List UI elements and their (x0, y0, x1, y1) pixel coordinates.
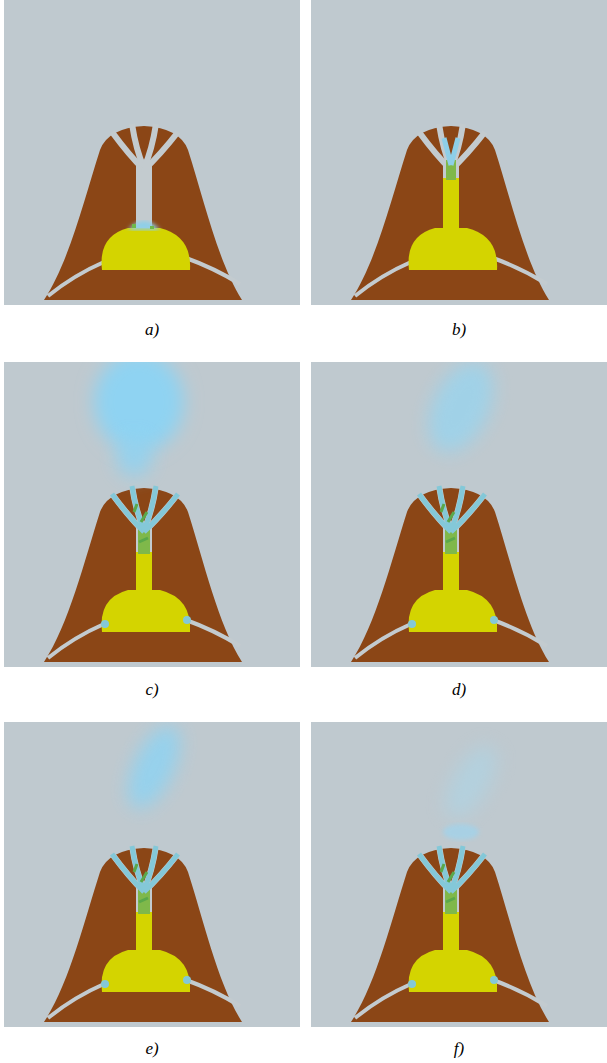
panel-label: e) (145, 1039, 158, 1059)
panel-label: d) (452, 680, 466, 700)
panel-label: c) (145, 680, 158, 700)
volcano-panel (311, 362, 607, 667)
panel-label: b) (452, 320, 466, 340)
volcano-panel (311, 0, 607, 305)
volcano-panel (311, 722, 607, 1027)
volcano-panel (4, 0, 300, 305)
volcano-panel (4, 722, 300, 1027)
panel-label: f) (454, 1039, 464, 1059)
panel-label: a) (145, 320, 159, 340)
volcano-panel (4, 362, 300, 667)
